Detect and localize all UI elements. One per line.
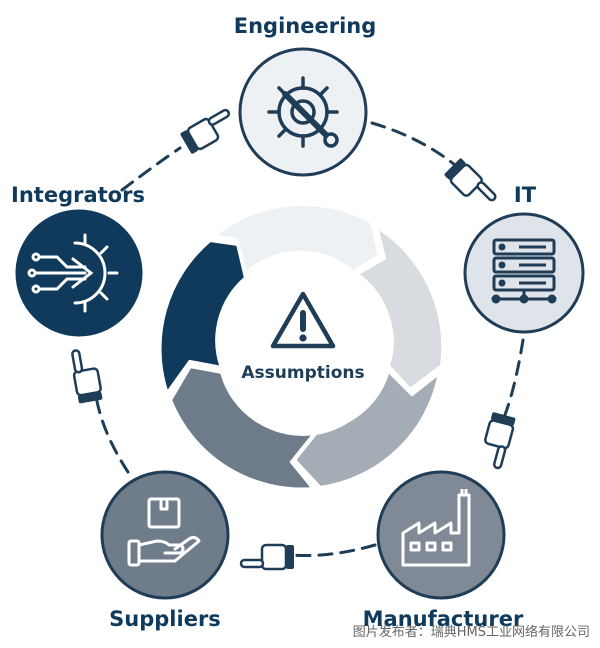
cycle-segment-left (157, 237, 249, 399)
pointing-hand-icon (444, 158, 497, 202)
warning-icon (270, 291, 336, 349)
connector-integrators-engineering (120, 146, 182, 192)
node-label-it: IT (514, 183, 537, 207)
node-label-integrators: Integrators (11, 183, 145, 207)
node-label-manufacturer: Manufacturer (363, 607, 524, 631)
gear-circuit-icon (27, 233, 119, 313)
node-circle-manufacturer (376, 470, 506, 600)
cycle-segment-bottom-right (291, 366, 443, 491)
pointing-hand-icon (239, 543, 294, 571)
gear-wrench-icon (267, 76, 339, 148)
center-circle (219, 268, 387, 436)
pointing-hand-icon (180, 108, 231, 154)
node-label-engineering: Engineering (234, 14, 377, 38)
pointing-hand-icon (71, 349, 103, 404)
cycle-segment-right (352, 221, 446, 393)
node-label-suppliers: Suppliers (109, 607, 221, 631)
server-network-icon (491, 238, 557, 304)
factory-icon (401, 489, 471, 567)
node-circle-suppliers (100, 470, 230, 600)
cycle-ring (157, 202, 446, 492)
connector-it-manufacturer (501, 338, 525, 422)
hand-package-icon (127, 497, 201, 567)
center-label: Assumptions (241, 363, 364, 383)
connector-suppliers-integrators (94, 394, 130, 474)
cycle-segment-top (208, 202, 383, 279)
footer-attribution: 图片发布者：瑞典HMS工业网络有限公司 (352, 625, 590, 640)
connector-manufacturer-suppliers (288, 543, 377, 558)
pointing-hand-icon (484, 412, 516, 470)
